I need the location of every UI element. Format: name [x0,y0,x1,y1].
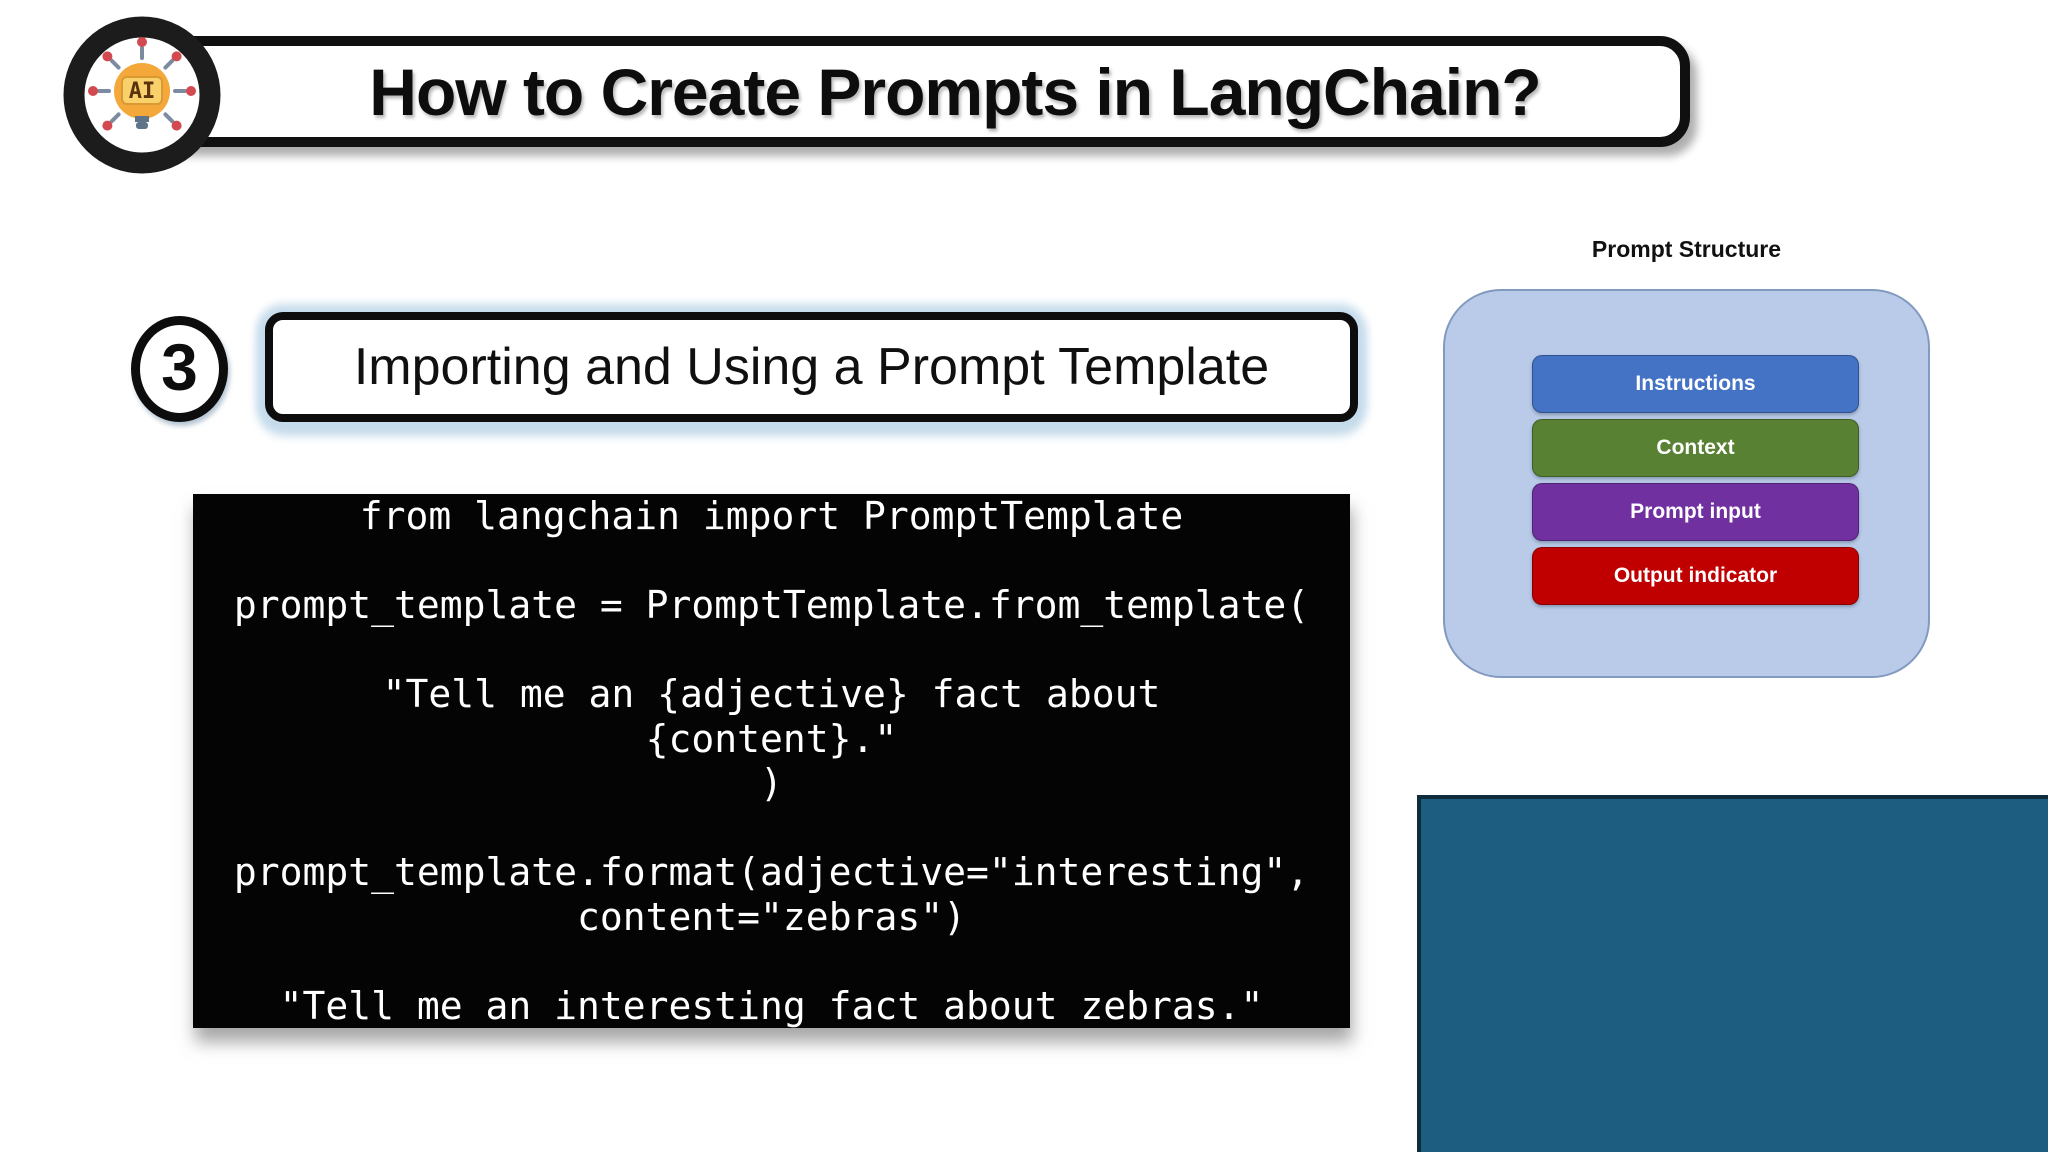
step-number: 3 [161,330,198,404]
structure-item-prompt-input: Prompt input [1532,483,1859,541]
prompt-structure-heading: Prompt Structure [1591,236,1782,262]
ray-lines [97,46,187,124]
bulb-neck [135,116,149,122]
step-number-badge: 3 [131,316,228,422]
prompt-structure-panel: Instructions Context Prompt input Output… [1443,289,1930,678]
video-placeholder [1417,795,2048,1152]
bulb-base [136,122,148,129]
page-title: How to Create Prompts in LangChain? [369,54,1541,129]
structure-item-output-indicator: Output indicator [1532,547,1859,605]
ray-dots [88,37,196,131]
structure-item-context: Context [1532,419,1859,477]
structure-item-instructions: Instructions [1532,355,1859,413]
step-title-label: Importing and Using a Prompt Template [353,338,1270,396]
ai-lightbulb-icon: AI [63,16,221,174]
ai-label-plate [121,76,163,105]
step-title-box: Importing and Using a Prompt Template [265,312,1358,422]
header-bar: How to Create Prompts in LangChain? [130,36,1690,147]
code-block: from langchain import PromptTemplate pro… [193,494,1350,1028]
ai-label: AI [129,79,156,104]
